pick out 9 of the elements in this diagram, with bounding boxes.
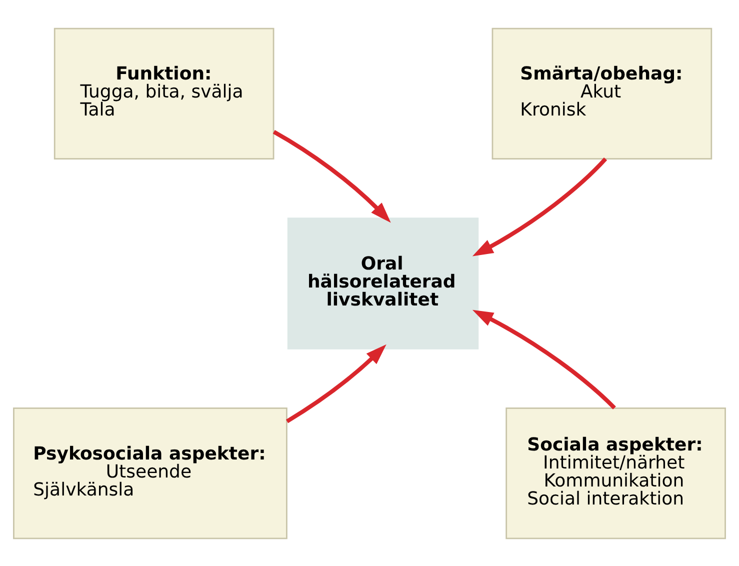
arrow [472, 309, 616, 409]
node-box: Smärta/obehag: Akut Kronisk [492, 27, 712, 159]
node-box: Psykosociala aspekter: Utseende Självkänsla [13, 407, 288, 539]
node-box: Sociala aspekter: Intimitet/närhet Kommunikation Social interaktion [506, 407, 726, 539]
arrow [286, 344, 386, 423]
arrow [472, 156, 608, 256]
node-box: Funktion: Tugga, bita, svälja Tala [54, 27, 274, 159]
arrow [272, 129, 391, 222]
node-box: Oral hälsorelaterad livskvalitet [287, 217, 479, 349]
